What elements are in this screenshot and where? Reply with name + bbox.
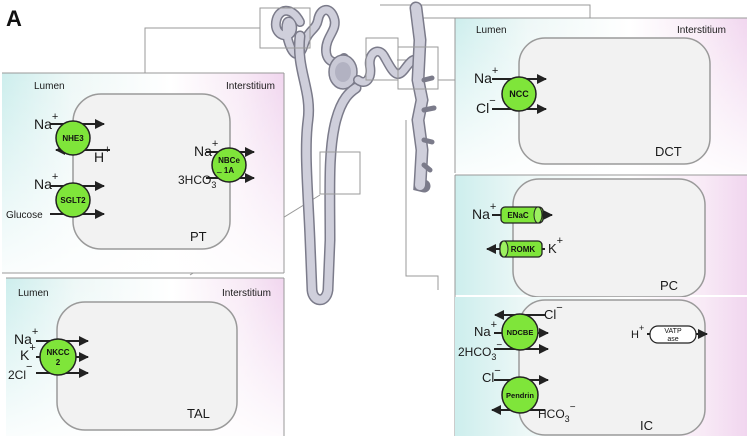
tal-lumen-label: Lumen xyxy=(18,288,49,299)
romk-label: ROMK xyxy=(511,245,536,254)
ic-cl1: Cl− xyxy=(544,302,563,322)
pt-cell xyxy=(72,93,231,250)
enac-label: ENaC xyxy=(507,211,529,220)
ndcbe-transporter xyxy=(501,313,539,351)
pt-na2: Na+ xyxy=(34,171,58,192)
ndcbe-label: NDCBE xyxy=(507,328,534,337)
tal-interstitium-label: Interstitium xyxy=(222,288,271,299)
pc-na: Na+ xyxy=(472,201,496,222)
tal-cl: 2Cl− xyxy=(8,361,32,382)
dct-na: Na+ xyxy=(474,65,498,86)
dct-segment-label: DCT xyxy=(655,144,682,159)
nbce1a-transporter xyxy=(211,147,247,183)
dct-cl: Cl− xyxy=(476,95,496,116)
ic-cl2: Cl− xyxy=(482,365,501,385)
pc-k: K+ xyxy=(548,235,563,256)
dct-panel: Lumen Interstitium DCT NCC Na+ Cl− xyxy=(454,17,747,173)
ic-hco3b: HCO3− xyxy=(538,402,576,424)
tal-segment-label: TAL xyxy=(187,406,210,421)
pt-na1: Na+ xyxy=(34,111,58,132)
nbce1a-label: NBCe xyxy=(218,156,240,165)
nkcc2-transporter xyxy=(39,338,77,376)
vatpase-label-2: ase xyxy=(667,336,678,343)
nkcc2-label: NKCC xyxy=(46,348,69,357)
pt-panel: Lumen Interstitium PT NHE3 Na+ H+ SGLT2 … xyxy=(2,72,285,274)
tal-panel: Lumen Interstitium TAL NKCC 2 Na+ K+ 2Cl… xyxy=(6,277,285,436)
pendrin-transporter xyxy=(501,376,539,414)
nkcc2-label-2: 2 xyxy=(56,358,61,367)
ic-panel: IC NDCBE Cl− Na+ 2HCO3− VATP ase H+ Pend… xyxy=(455,297,747,436)
pc-segment-label: PC xyxy=(660,278,678,293)
ncc-transporter xyxy=(501,76,537,112)
pc-panel: PC ENaC Na+ ROMK K+ xyxy=(454,174,747,436)
sglt2-label: SGLT2 xyxy=(60,196,86,205)
pt-lumen-label: Lumen xyxy=(34,81,65,92)
pt-interstitium-label: Interstitium xyxy=(226,81,275,92)
ic-hco3a: 2HCO3− xyxy=(458,340,502,362)
vatpase-pump xyxy=(649,325,697,344)
vatpase-label: VATP xyxy=(664,328,682,335)
enac-channel xyxy=(500,206,544,224)
ic-h: H+ xyxy=(631,323,644,341)
nhe3-transporter xyxy=(55,120,91,156)
tal-k: K+ xyxy=(20,342,36,363)
pt-glucose: Glucose xyxy=(6,210,43,221)
nephron-illustration xyxy=(270,1,437,306)
sglt2-transporter xyxy=(55,182,91,218)
pt-na3: Na+ xyxy=(194,138,218,159)
nbce1a-label-2: 1A xyxy=(224,166,234,175)
ic-segment-label: IC xyxy=(640,418,653,433)
zoom-boxes xyxy=(259,7,439,195)
ncc-label: NCC xyxy=(509,89,529,99)
tal-cell xyxy=(56,301,238,431)
pendrin-label: Pendrin xyxy=(506,391,534,400)
figure-label: A xyxy=(6,6,22,31)
pt-h: H+ xyxy=(94,144,111,165)
pt-hco3: 3HCO3− xyxy=(178,168,222,190)
nhe3-label: NHE3 xyxy=(62,134,84,143)
dct-interstitium-label: Interstitium xyxy=(677,25,726,36)
pt-segment-label: PT xyxy=(190,229,207,244)
tal-na: Na+ xyxy=(14,326,38,347)
ic-na: Na+ xyxy=(474,319,497,339)
dct-lumen-label: Lumen xyxy=(476,25,507,36)
